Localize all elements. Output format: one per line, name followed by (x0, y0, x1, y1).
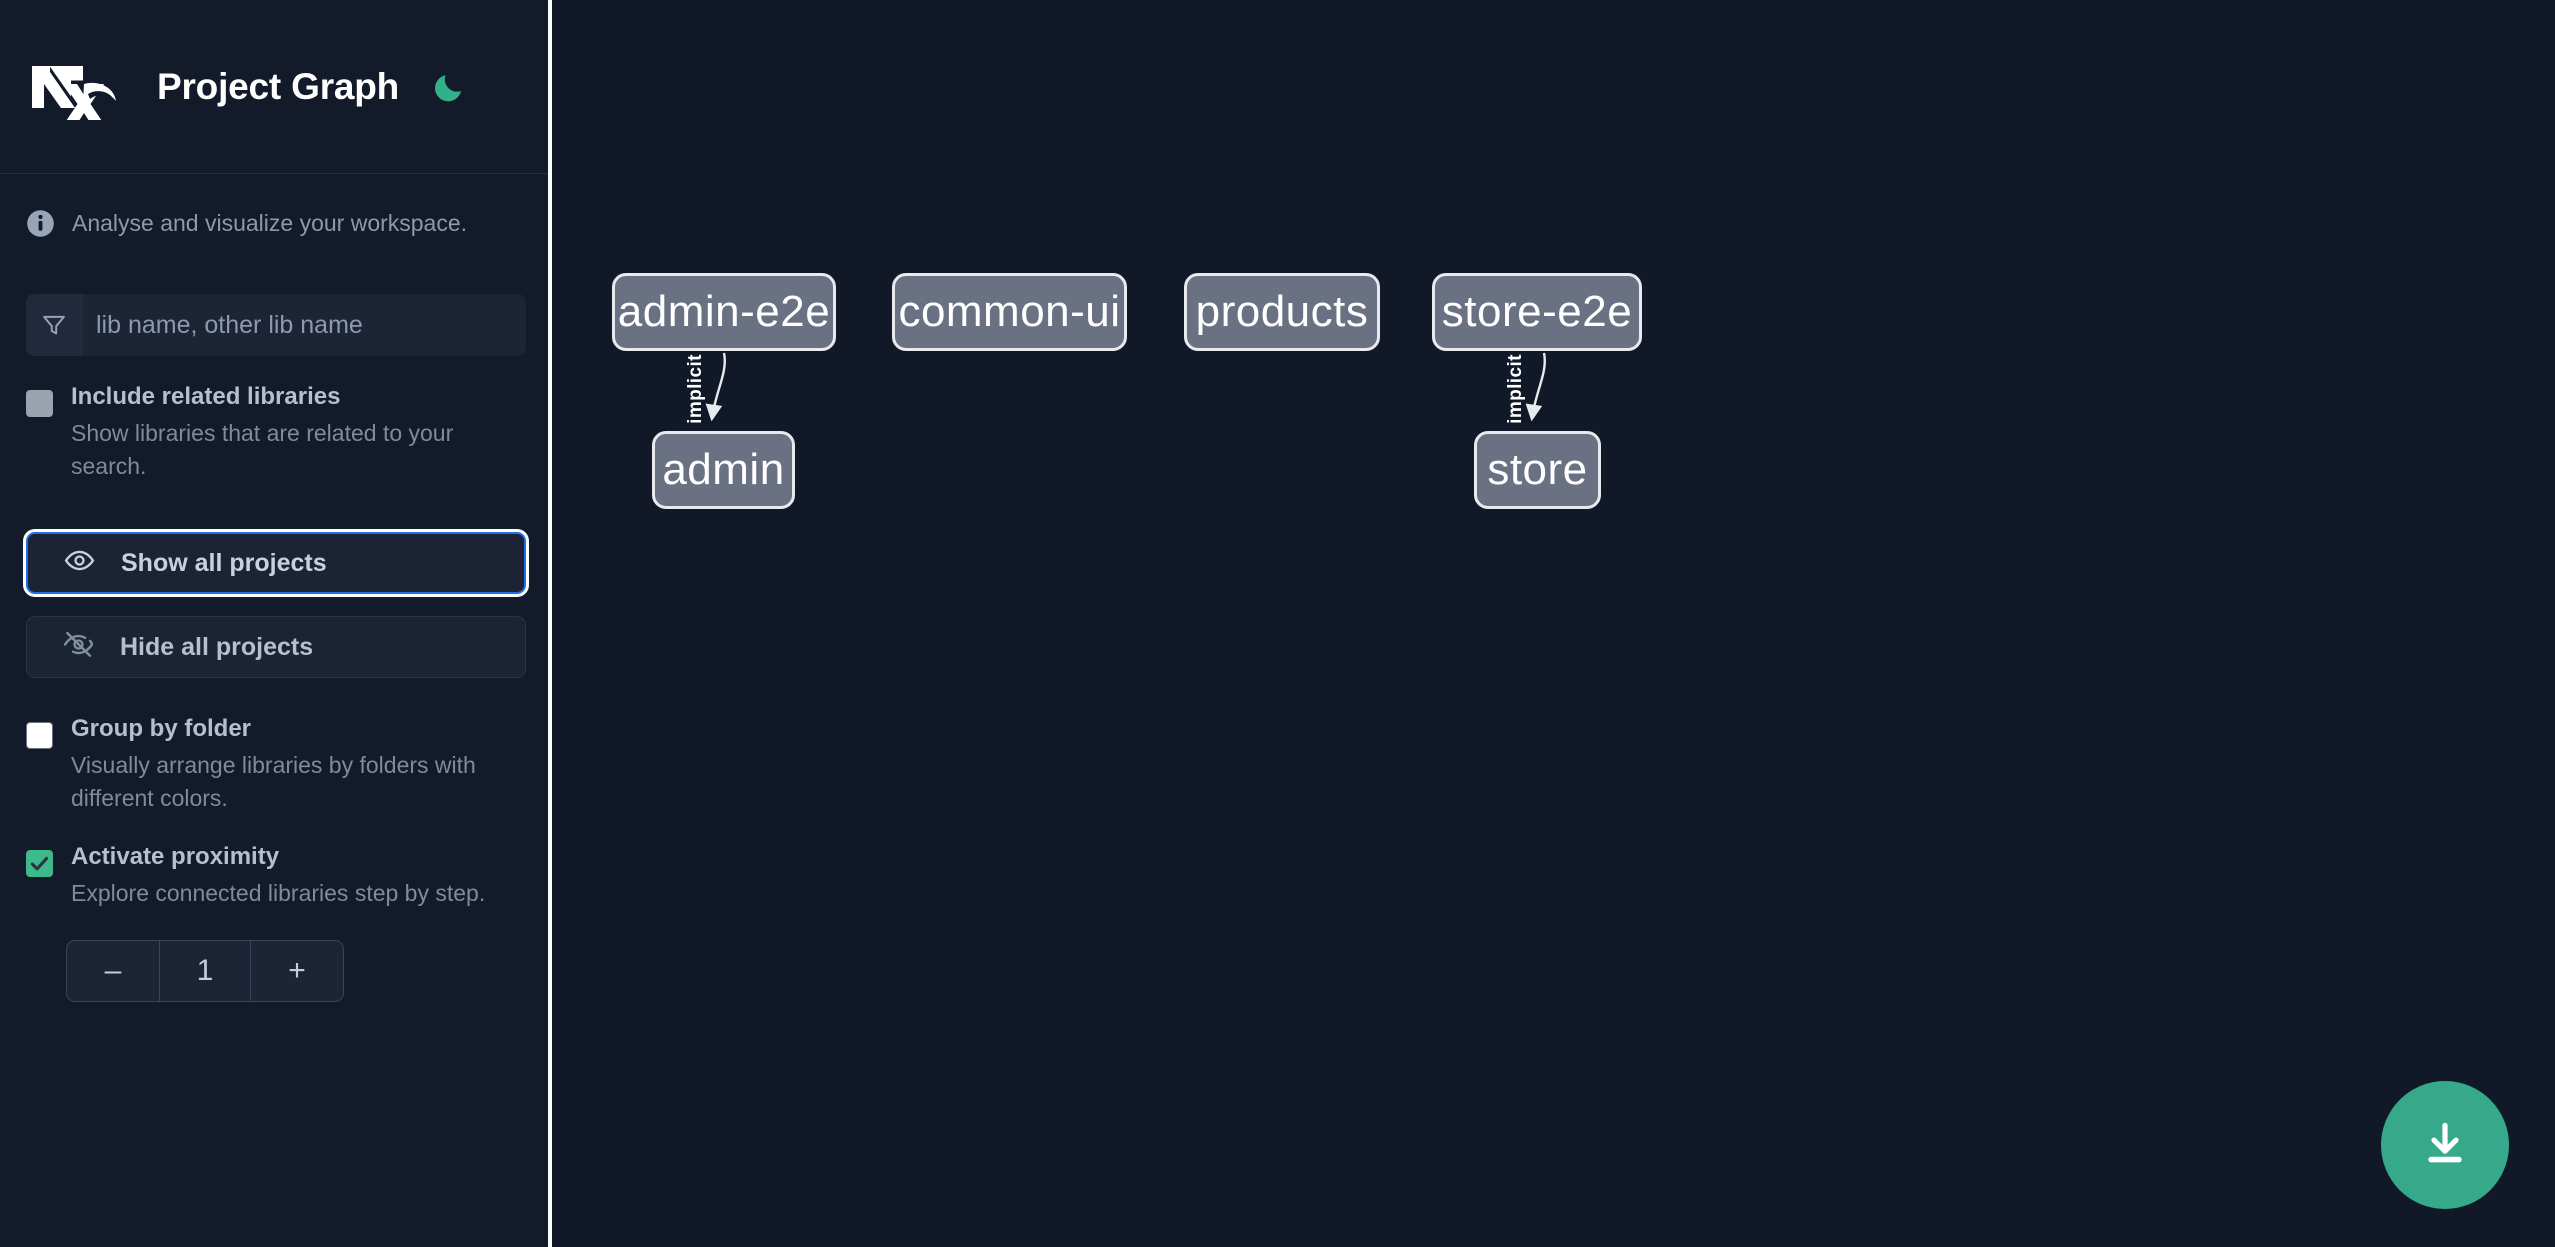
graph-edges (705, 352, 1546, 422)
proximity-increment-button[interactable]: + (250, 940, 343, 1001)
proximity-value: 1 (196, 953, 214, 987)
tagline-text: Analyse and visualize your workspace. (72, 209, 468, 236)
eye-off-icon (63, 629, 94, 665)
workspace-tagline: Analyse and visualize your workspace. (0, 174, 552, 272)
search-input[interactable] (82, 294, 526, 356)
option-description: Explore connected libraries step by step… (71, 880, 486, 907)
info-icon (26, 209, 55, 238)
checkbox-include-related-libraries[interactable] (26, 390, 53, 417)
option-description: Visually arrange libraries by folders wi… (71, 752, 476, 811)
sidebar-scrollbar-track[interactable] (548, 0, 552, 1247)
sidebar-header: Project Graph (0, 0, 552, 174)
graph-node-admin[interactable]: admin (652, 431, 795, 509)
graph-node-admin-e2e[interactable]: admin-e2e (612, 273, 836, 351)
proximity-stepper[interactable]: – 1 + (66, 939, 344, 1002)
download-icon (2419, 1118, 2471, 1173)
sidebar: Project Graph Analyse and visualize your… (0, 0, 552, 1247)
graph-node-common-ui[interactable]: common-ui (892, 273, 1127, 351)
download-button[interactable] (2381, 1081, 2509, 1209)
hide-all-projects-button[interactable]: Hide all projects (26, 616, 526, 679)
option-label: Group by folder (71, 715, 251, 743)
option-description: Show libraries that are related to your … (71, 419, 454, 479)
funnel-icon (26, 294, 82, 356)
show-all-projects-label: Show all projects (121, 548, 327, 577)
checkbox-activate-proximity[interactable] (26, 850, 53, 878)
option-label: Activate proximity (71, 843, 280, 871)
option-group-by-folder[interactable]: Group by folder Visually arrange librari… (26, 715, 526, 814)
page-title: Project Graph (157, 65, 400, 107)
filter-bar[interactable] (26, 294, 526, 356)
edge-label-admin-implicit: implicit (685, 354, 706, 424)
option-label: Include related libraries (71, 383, 341, 410)
proximity-decrement-button[interactable]: – (67, 940, 160, 1001)
edge-label-store-implicit: implicit (1505, 354, 1526, 424)
graph-node-store[interactable]: store (1474, 431, 1601, 509)
graph-node-store-e2e[interactable]: store-e2e (1432, 273, 1642, 351)
option-include-related-libraries[interactable]: Include related libraries Show libraries… (26, 383, 526, 482)
spacer (26, 482, 526, 510)
show-all-projects-button[interactable]: Show all projects (26, 532, 526, 595)
nx-logo-icon (26, 54, 122, 124)
checkbox-group-by-folder[interactable] (26, 722, 53, 750)
graph-canvas[interactable]: admin-e2e common-ui products store-e2e a… (552, 0, 2555, 1247)
eye-icon (64, 545, 95, 581)
option-activate-proximity[interactable]: Activate proximity Explore connected lib… (26, 843, 526, 910)
graph-node-products[interactable]: products (1184, 273, 1380, 351)
moon-icon[interactable] (429, 67, 469, 107)
sidebar-body: Include related libraries Show libraries… (0, 294, 552, 1002)
hide-all-projects-label: Hide all projects (120, 632, 314, 661)
